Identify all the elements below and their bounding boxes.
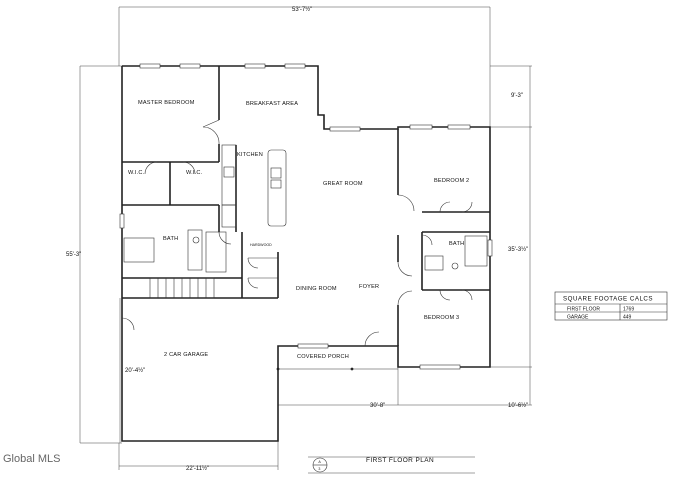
room-labels: MASTER BEDROOM BREAKFAST AREA KITCHEN W.… (128, 100, 469, 360)
room-bedroom-3: BEDROOM 3 (424, 315, 459, 321)
sqft-row-value: 1769 (623, 306, 634, 312)
room-breakfast-area: BREAKFAST AREA (246, 101, 298, 107)
dimension-texts: 53'-7½" 55'-3" 9'-3" 35'-3½" 10'-6½" 20'… (66, 6, 528, 472)
stairs (149, 277, 215, 299)
room-master-bath: BATH (163, 236, 178, 242)
dim-garage-width: 22'-11½" (186, 465, 209, 472)
sqft-row-value: 449 (623, 314, 632, 320)
room-kitchen: KITCHEN (237, 152, 263, 158)
sqft-row-label: GARAGE (567, 314, 589, 320)
dim-right-lower: 10'-6½" (508, 402, 528, 409)
doors (121, 119, 473, 347)
bath-fixtures (123, 229, 488, 273)
drawing-title: FIRST FLOOR PLAN (366, 457, 434, 464)
room-bedroom-2: BEDROOM 2 (434, 178, 469, 184)
dim-garage-depth: 20'-4½" (125, 367, 145, 374)
watermark: Global MLS (3, 453, 60, 465)
room-great-room: GREAT ROOM (323, 181, 363, 187)
room-garage: 2 CAR GARAGE (164, 352, 208, 358)
kitchen-fixtures (221, 144, 287, 228)
room-wic-left: W.I.C. (128, 170, 145, 176)
dim-right-upper: 9'-3" (511, 93, 523, 99)
room-master-bedroom: MASTER BEDROOM (138, 100, 195, 106)
sqft-row-label: FIRST FLOOR (567, 306, 600, 312)
room-hall-bath: BATH (449, 241, 464, 247)
dim-right-middle: 35'-3½" (508, 246, 528, 253)
drawing-title-block: A 3 FIRST FLOOR PLAN (308, 456, 475, 474)
windows (119, 63, 493, 370)
room-wic-right: W.I.C. (186, 170, 203, 176)
interior-walls (122, 66, 490, 346)
section-marker-bottom: 3 (318, 467, 320, 471)
floor-hardwood-note: HARDWOOD (250, 243, 272, 247)
room-covered-porch: COVERED PORCH (297, 354, 349, 360)
room-dining-room: DINING ROOM (296, 286, 337, 292)
porch-posts (276, 367, 398, 371)
sqft-title: SQUARE FOOTAGE CALCS (563, 296, 653, 303)
section-marker-top: A (318, 460, 321, 464)
dim-top: 53'-7½" (292, 6, 312, 13)
room-foyer: FOYER (359, 284, 379, 290)
dimension-lines (79, 6, 532, 470)
dim-left: 55'-3" (66, 252, 81, 258)
dim-porch-width: 30'-8" (370, 403, 385, 409)
square-footage-table: SQUARE FOOTAGE CALCS FIRST FLOOR 1769 GA… (554, 291, 668, 321)
exterior-walls (121, 65, 491, 442)
